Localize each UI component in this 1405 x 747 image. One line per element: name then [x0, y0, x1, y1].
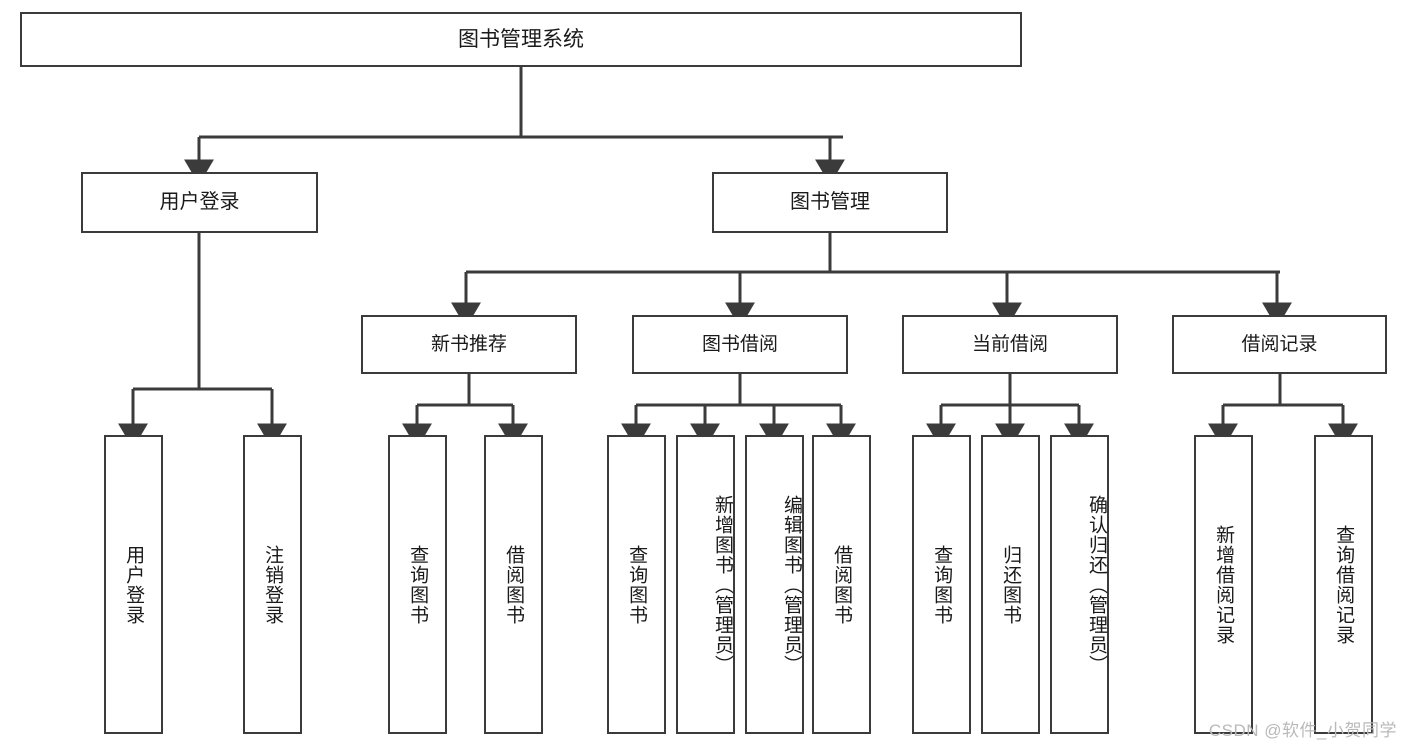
node-label: 新增借阅记录	[1213, 524, 1235, 645]
node-label: 归还图书	[1000, 544, 1022, 625]
node-l3[interactable]: 查询图书	[388, 435, 447, 734]
node-label: 借阅图书	[831, 544, 853, 625]
node-label: 新书推荐	[430, 333, 507, 355]
node-l7[interactable]: 编辑图书（管理员）	[745, 435, 804, 734]
node-label: 新增图书（管理员）	[712, 494, 733, 675]
csdn-watermark: CSDN @软件_小贺同学	[1208, 721, 1397, 740]
node-l2[interactable]: 注销登录	[243, 435, 302, 734]
node-n2a[interactable]: 用户登录	[81, 172, 318, 233]
node-label: 编辑图书（管理员）	[781, 494, 802, 675]
node-label: 查询图书	[626, 544, 648, 625]
node-label: 借阅记录	[1241, 333, 1318, 355]
node-l11[interactable]: 确认归还（管理员）	[1050, 435, 1109, 734]
node-label: 用户登录	[159, 191, 240, 214]
node-l4[interactable]: 借阅图书	[484, 435, 543, 734]
node-label: 查询图书	[407, 544, 429, 625]
node-root[interactable]: 图书管理系统	[20, 12, 1022, 67]
node-l5[interactable]: 查询图书	[607, 435, 666, 734]
edge-books-to-level3	[451, 233, 1292, 328]
node-label: 用户登录	[123, 544, 145, 625]
node-label: 借阅图书	[503, 544, 525, 625]
node-label: 注销登录	[262, 544, 284, 625]
node-n2b[interactable]: 图书管理	[712, 172, 948, 233]
edge-current-to-leaves	[926, 374, 1094, 449]
node-l13[interactable]: 查询借阅记录	[1314, 435, 1373, 734]
node-n3d[interactable]: 借阅记录	[1172, 315, 1387, 374]
edge-records-to-leaves	[1208, 374, 1358, 449]
node-n3a[interactable]: 新书推荐	[361, 315, 577, 374]
node-label: 查询借阅记录	[1333, 524, 1355, 645]
node-n3c[interactable]: 当前借阅	[902, 315, 1118, 374]
node-label: 当前借阅	[971, 333, 1048, 355]
node-label: 图书管理	[790, 191, 870, 214]
edge-login-to-leaves	[118, 233, 287, 449]
edge-borrow-to-leaves	[621, 374, 856, 449]
node-label: 图书管理系统	[458, 27, 584, 51]
node-n3b[interactable]: 图书借阅	[632, 315, 848, 374]
node-l12[interactable]: 新增借阅记录	[1194, 435, 1253, 734]
node-l6[interactable]: 新增图书（管理员）	[676, 435, 735, 734]
node-l1[interactable]: 用户登录	[104, 435, 163, 734]
node-l8[interactable]: 借阅图书	[812, 435, 871, 734]
node-l10[interactable]: 归还图书	[981, 435, 1040, 734]
node-label: 确认归还（管理员）	[1086, 494, 1107, 675]
edge-newbook-to-leaves	[402, 374, 528, 449]
edge-root-to-level2	[184, 67, 845, 185]
node-label: 查询图书	[931, 544, 953, 625]
node-l9[interactable]: 查询图书	[912, 435, 971, 734]
node-label: 图书借阅	[701, 333, 778, 355]
